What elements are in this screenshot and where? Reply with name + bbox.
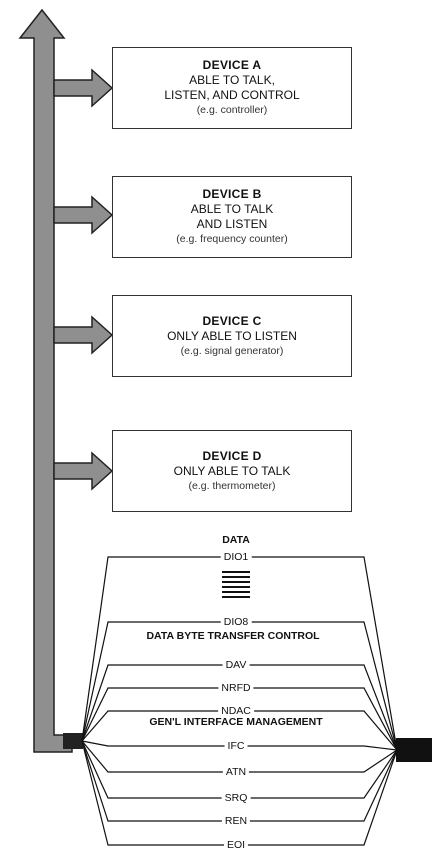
signal-eoi-label: EOI	[223, 839, 249, 850]
device-branch-arrow-1	[53, 68, 114, 108]
signal-ren-label: REN	[221, 815, 251, 827]
signal-line-9	[81, 740, 398, 822]
device-d-title: DEVICE D	[202, 448, 262, 463]
device-a-capability-2: LISTEN, AND CONTROL	[164, 88, 300, 102]
device-d-capability: ONLY ABLE TO TALK	[173, 463, 291, 478]
device-b-title: DEVICE B	[202, 187, 262, 201]
device-b-example: (e.g. frequency counter)	[176, 233, 288, 245]
handshake-group-title: DATA BYTE TRANSFER CONTROL	[144, 630, 322, 642]
signal-ndac-label: NDAC	[218, 705, 254, 717]
signal-ifc-label: IFC	[224, 740, 248, 752]
device-c-box: DEVICE C ONLY ABLE TO LISTEN (e.g. signa…	[112, 295, 352, 377]
management-group-title: GEN'L INTERFACE MANAGEMENT	[147, 716, 325, 728]
signal-atn-label: ATN	[222, 766, 250, 778]
left-cable-connector	[63, 733, 83, 749]
device-d-example: (e.g. thermometer)	[188, 479, 276, 492]
device-d-box: DEVICE D ONLY ABLE TO TALK (e.g. thermom…	[112, 430, 352, 512]
device-b-capability-2: AND LISTEN	[196, 217, 268, 231]
device-b-box: DEVICE B ABLE TO TALK AND LISTEN (e.g. f…	[112, 176, 352, 258]
device-a-box: DEVICE A ABLE TO TALK, LISTEN, AND CONTR…	[112, 47, 352, 129]
device-c-title: DEVICE C	[202, 313, 262, 328]
data-group-title: DATA	[220, 534, 252, 546]
signal-dav-label: DAV	[222, 659, 250, 671]
device-branch-arrow-2	[53, 195, 114, 235]
device-branch-arrow-4	[53, 451, 114, 491]
signal-srq-label: SRQ	[221, 792, 251, 804]
right-cable-connector	[396, 738, 432, 762]
device-b-capability-1: ABLE TO TALK	[190, 202, 274, 216]
main-bus-arrow	[18, 8, 73, 753]
signal-dio1-label: DIO1	[220, 551, 252, 563]
device-branch-arrow-3	[53, 315, 114, 355]
device-c-example: (e.g. signal generator)	[180, 344, 284, 357]
device-a-title: DEVICE A	[202, 58, 262, 72]
signal-nrfd-label: NRFD	[218, 682, 254, 694]
device-a-example: (e.g. controller)	[196, 104, 268, 116]
device-a-capability-1: ABLE TO TALK,	[189, 73, 275, 87]
device-c-capability: ONLY ABLE TO LISTEN	[167, 328, 297, 343]
signal-dio8-label: DIO8	[220, 616, 252, 628]
